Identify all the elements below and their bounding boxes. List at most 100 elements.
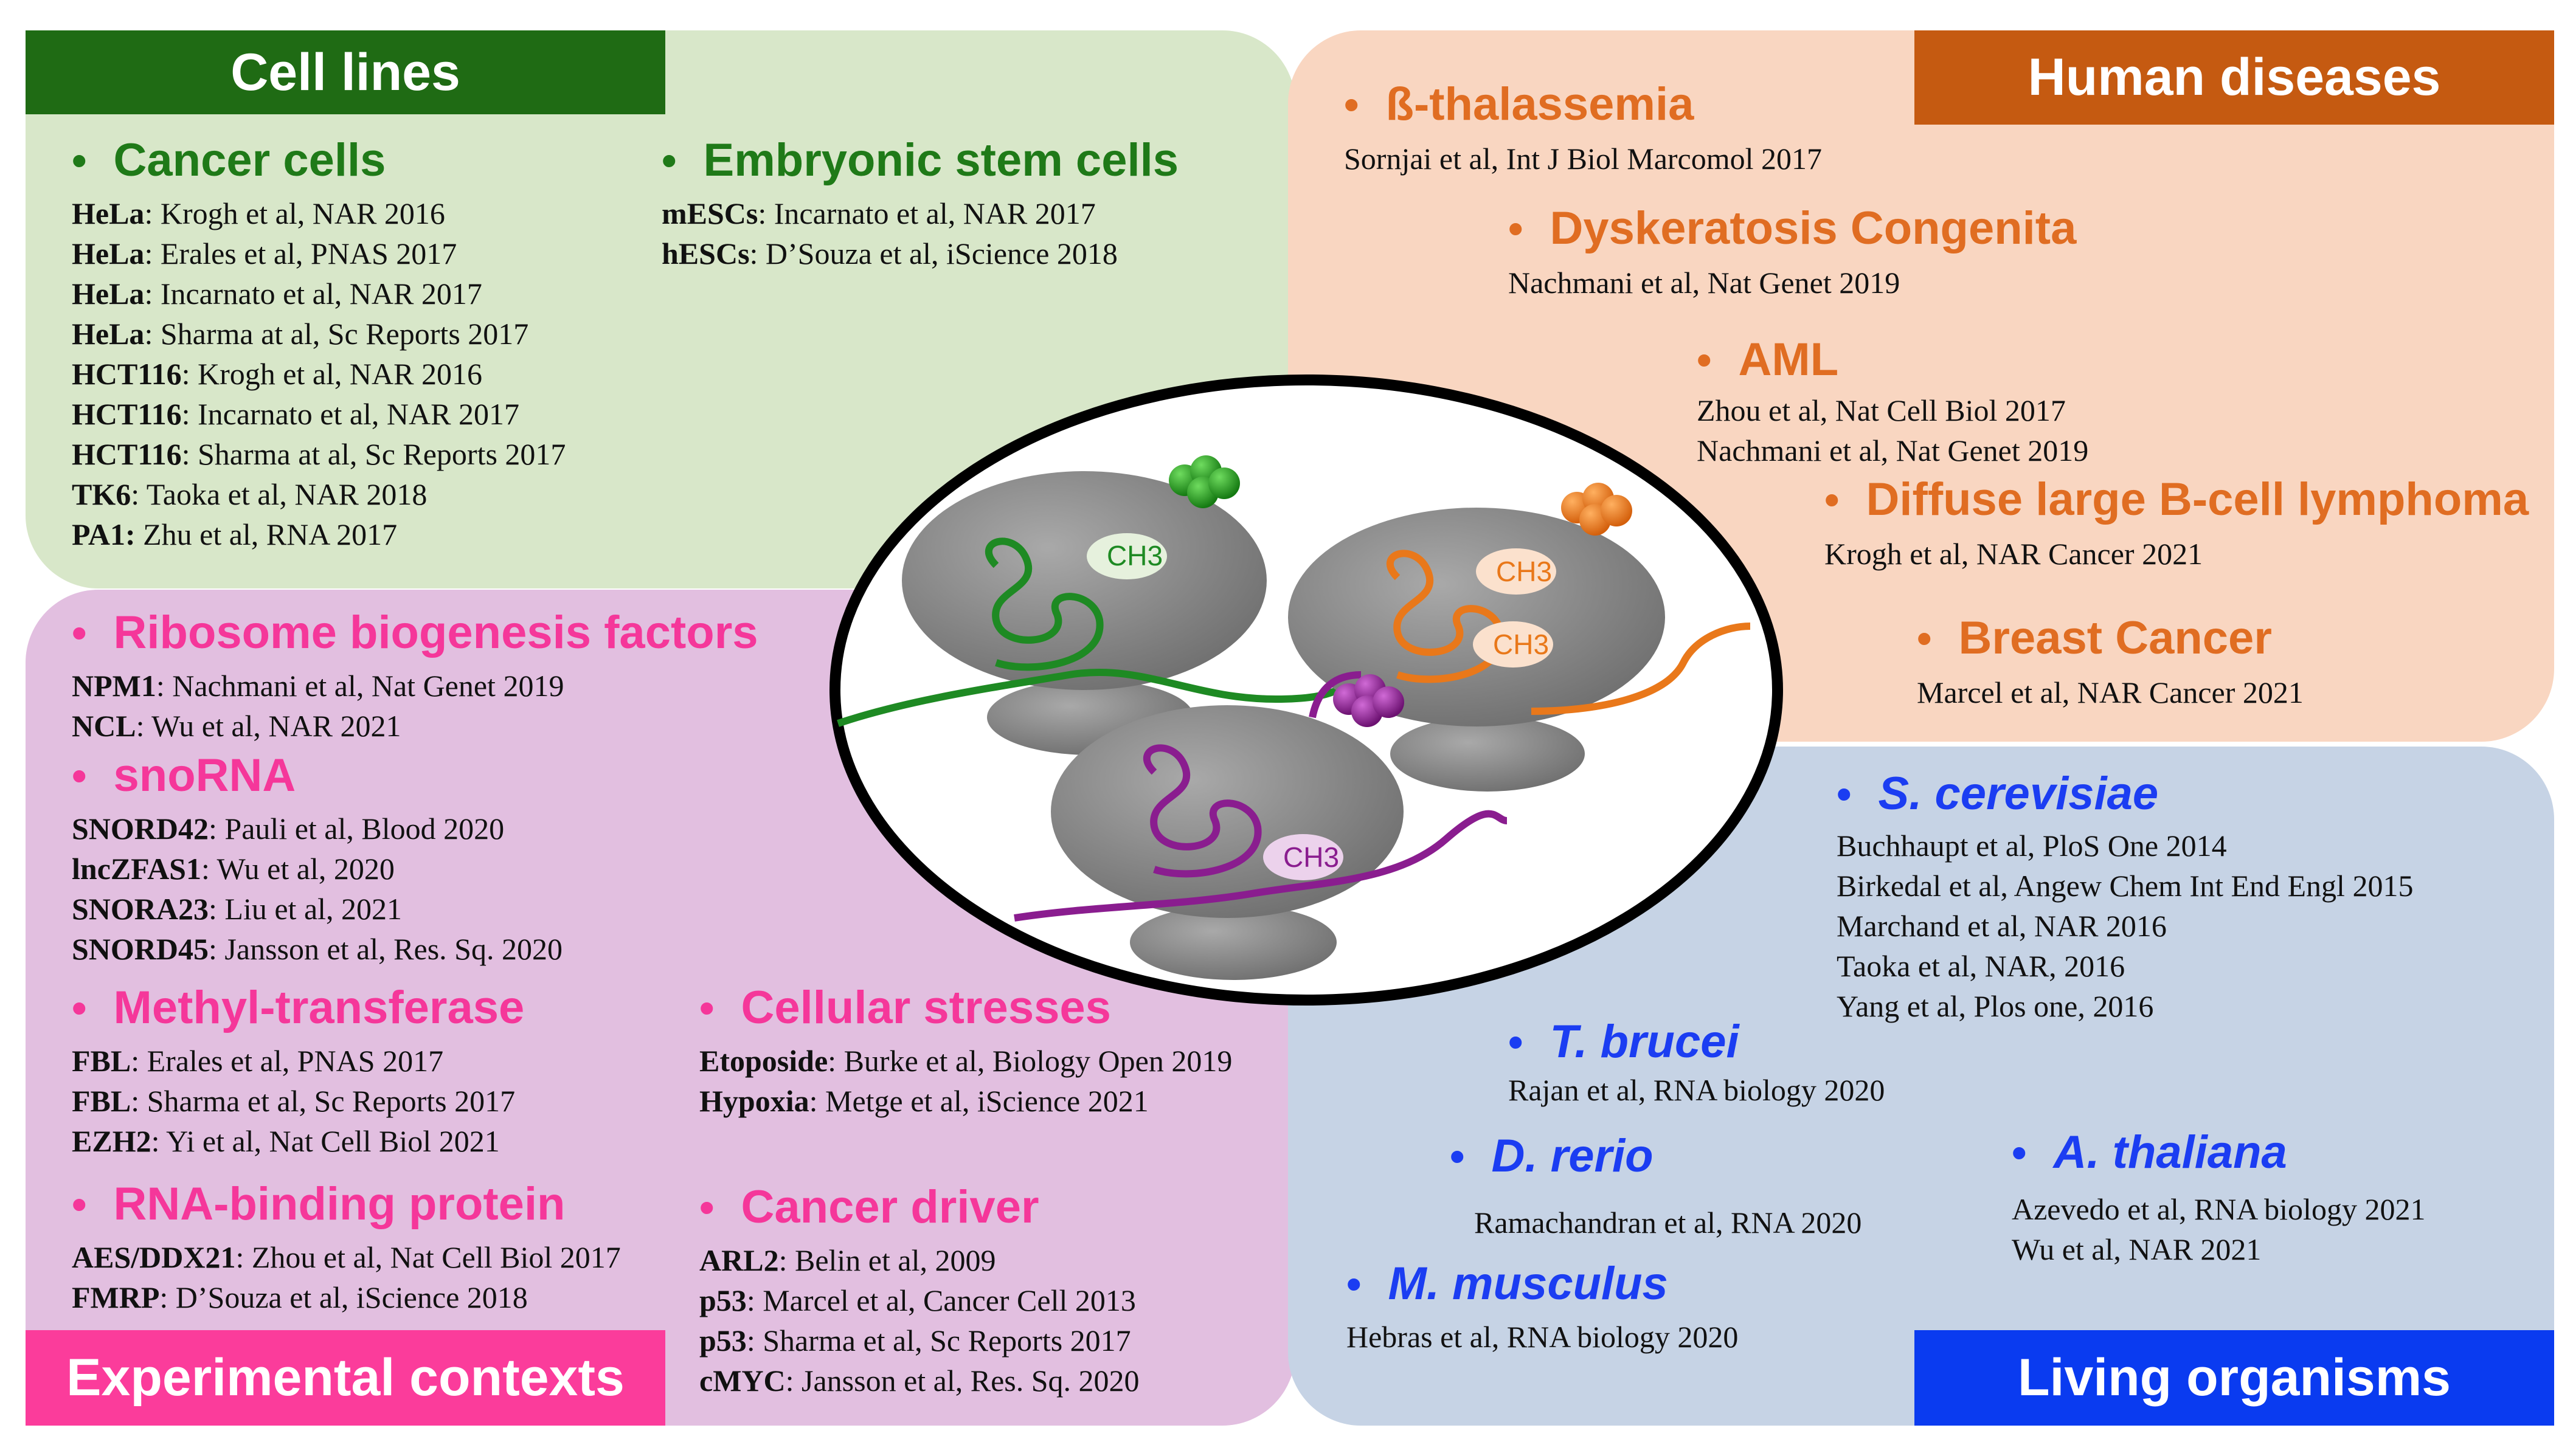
ribosome-orange: CH3 CH3: [1288, 483, 1751, 792]
reference-subject: cMYC: [699, 1364, 786, 1398]
reference-citation: Marchand et al, NAR 2016: [1837, 909, 2167, 943]
reference-subject: HeLa: [72, 236, 145, 271]
reference-item: Buchhaupt et al, PloS One 2014: [1837, 826, 2413, 866]
ribosome-illustration: CH3 CH3 CH3 CH3: [829, 374, 1783, 1006]
reference-list: Rajan et al, RNA biology 2020: [1508, 1070, 1885, 1110]
section-heading: Dyskeratosis Congenita: [1550, 202, 2077, 254]
reference-item: EZH2: Yi et al, Nat Cell Biol 2021: [72, 1121, 524, 1161]
reference-citation: Marcel et al, NAR Cancer 2021: [1917, 675, 2304, 709]
reference-subject: NPM1: [72, 669, 156, 703]
bullet-icon: •: [1837, 770, 1852, 818]
living-organisms-title: Living organisms: [1914, 1330, 2554, 1426]
bullet-icon: •: [72, 984, 87, 1032]
bullet-icon: •: [662, 137, 677, 184]
reference-subject: FBL: [72, 1044, 131, 1078]
methyl-cluster-orange-4: [1601, 495, 1632, 526]
ribosome-purple: CH3: [1014, 671, 1508, 980]
small-subunit: [1390, 716, 1585, 792]
section-d-rerio: •D. rerio Ramachandran et al, RNA 2020: [1450, 1128, 1861, 1243]
reference-citation: : Wu et al, 2020: [201, 852, 395, 886]
reference-subject: EZH2: [72, 1124, 151, 1158]
methyl-label-orange-2: CH3: [1493, 629, 1549, 660]
reference-item: Krogh et al, NAR Cancer 2021: [1824, 534, 2529, 574]
section-heading: snoRNA: [113, 750, 296, 801]
section-t-brucei: •T. brucei Rajan et al, RNA biology 2020: [1508, 1014, 1885, 1110]
section-heading: AML: [1738, 334, 1839, 385]
orange-rrna-path: [1531, 623, 1751, 715]
reference-item: cMYC: Jansson et al, Res. Sq. 2020: [699, 1361, 1140, 1401]
reference-item: Marchand et al, NAR 2016: [1837, 906, 2413, 946]
reference-citation: : Pauli et al, Blood 2020: [209, 812, 505, 846]
reference-item: Etoposide: Burke et al, Biology Open 201…: [699, 1041, 1232, 1081]
bullet-icon: •: [1508, 1018, 1523, 1066]
reference-citation: Ramachandran et al, RNA 2020: [1474, 1206, 1862, 1240]
bullet-icon: •: [72, 609, 87, 657]
reference-item: Nachmani et al, Nat Genet 2019: [1697, 430, 2088, 471]
reference-item: Sornjai et al, Int J Biol Marcomol 2017: [1344, 139, 1822, 179]
reference-citation: : D’Souza et al, iScience 2018: [159, 1280, 528, 1314]
reference-item: HCT116: Sharma at al, Sc Reports 2017: [72, 434, 566, 474]
reference-item: lncZFAS1: Wu et al, 2020: [72, 849, 563, 889]
methyl-cluster-green-4: [1208, 468, 1240, 499]
reference-subject: HCT116: [72, 397, 182, 431]
reference-item: FMRP: D’Souza et al, iScience 2018: [72, 1277, 621, 1317]
reference-item: SNORA23: Liu et al, 2021: [72, 889, 563, 929]
section-heading: RNA-binding protein: [113, 1178, 566, 1230]
reference-citation: Wu et al, NAR 2021: [2012, 1232, 2262, 1266]
large-subunit: [902, 471, 1267, 690]
reference-list: Krogh et al, NAR Cancer 2021: [1824, 534, 2529, 574]
section-beta-thalassemia: •ß-thalassemia Sornjai et al, Int J Biol…: [1344, 77, 1822, 179]
reference-citation: : Taoka et al, NAR 2018: [131, 477, 428, 511]
reference-subject: HeLa: [72, 196, 145, 230]
section-heading: Methyl-transferase: [113, 982, 525, 1033]
reference-item: Taoka et al, NAR, 2016: [1837, 946, 2413, 986]
reference-citation: Taoka et al, NAR, 2016: [1837, 949, 2125, 983]
reference-citation: Nachmani et al, Nat Genet 2019: [1697, 433, 2089, 468]
section-ribosome-biogenesis-factors: •Ribosome biogenesis factors NPM1: Nachm…: [72, 605, 758, 746]
reference-item: HCT116: Krogh et al, NAR 2016: [72, 354, 566, 394]
reference-citation: : Sharma et al, Sc Reports 2017: [131, 1084, 516, 1118]
bullet-icon: •: [1917, 615, 1932, 662]
reference-subject: lncZFAS1: [72, 852, 201, 886]
section-heading: Cellular stresses: [741, 982, 1111, 1033]
reference-subject: AES/DDX21: [72, 1240, 236, 1274]
reference-item: HeLa: Erales et al, PNAS 2017: [72, 233, 566, 274]
reference-subject: HCT116: [72, 437, 182, 471]
bullet-icon: •: [1697, 336, 1712, 384]
methyl-badge-orange-2: [1473, 621, 1553, 668]
reference-list: Azevedo et al, RNA biology 2021 Wu et al,…: [2012, 1189, 2425, 1269]
reference-subject: SNORD45: [72, 932, 209, 966]
section-heading: Embryonic stem cells: [703, 134, 1179, 186]
reference-citation: Azevedo et al, RNA biology 2021: [2012, 1192, 2426, 1226]
methyl-cluster-purple-4: [1373, 686, 1404, 718]
reference-item: HeLa: Sharma at al, Sc Reports 2017: [72, 314, 566, 354]
reference-subject: Etoposide: [699, 1044, 828, 1078]
bullet-icon: •: [1344, 81, 1359, 128]
section-breast-cancer: •Breast Cancer Marcel et al, NAR Cancer …: [1917, 610, 2304, 712]
reference-citation: : Sharma at al, Sc Reports 2017: [144, 317, 529, 351]
reference-citation: : Burke et al, Biology Open 2019: [828, 1044, 1233, 1078]
reference-citation: : Wu et al, NAR 2021: [136, 709, 401, 743]
reference-citation: Hebras et al, RNA biology 2020: [1346, 1320, 1739, 1354]
reference-item: Zhou et al, Nat Cell Biol 2017: [1697, 390, 2088, 430]
bullet-icon: •: [1508, 205, 1523, 252]
reference-citation: : Jansson et al, Res. Sq. 2020: [209, 932, 563, 966]
experimental-contexts-title: Experimental contexts: [26, 1330, 665, 1426]
reference-subject: SNORA23: [72, 892, 209, 926]
bullet-icon: •: [699, 984, 715, 1032]
reference-subject: SNORD42: [72, 812, 209, 846]
reference-item: HeLa: Incarnato et al, NAR 2017: [72, 274, 566, 314]
reference-subject: HeLa: [72, 277, 145, 311]
reference-citation: Sornjai et al, Int J Biol Marcomol 2017: [1344, 142, 1823, 176]
reference-citation: : Jansson et al, Res. Sq. 2020: [785, 1364, 1140, 1398]
reference-citation: Zhou et al, Nat Cell Biol 2017: [1697, 393, 2066, 427]
reference-citation: Yang et al, Plos one, 2016: [1837, 989, 2154, 1023]
